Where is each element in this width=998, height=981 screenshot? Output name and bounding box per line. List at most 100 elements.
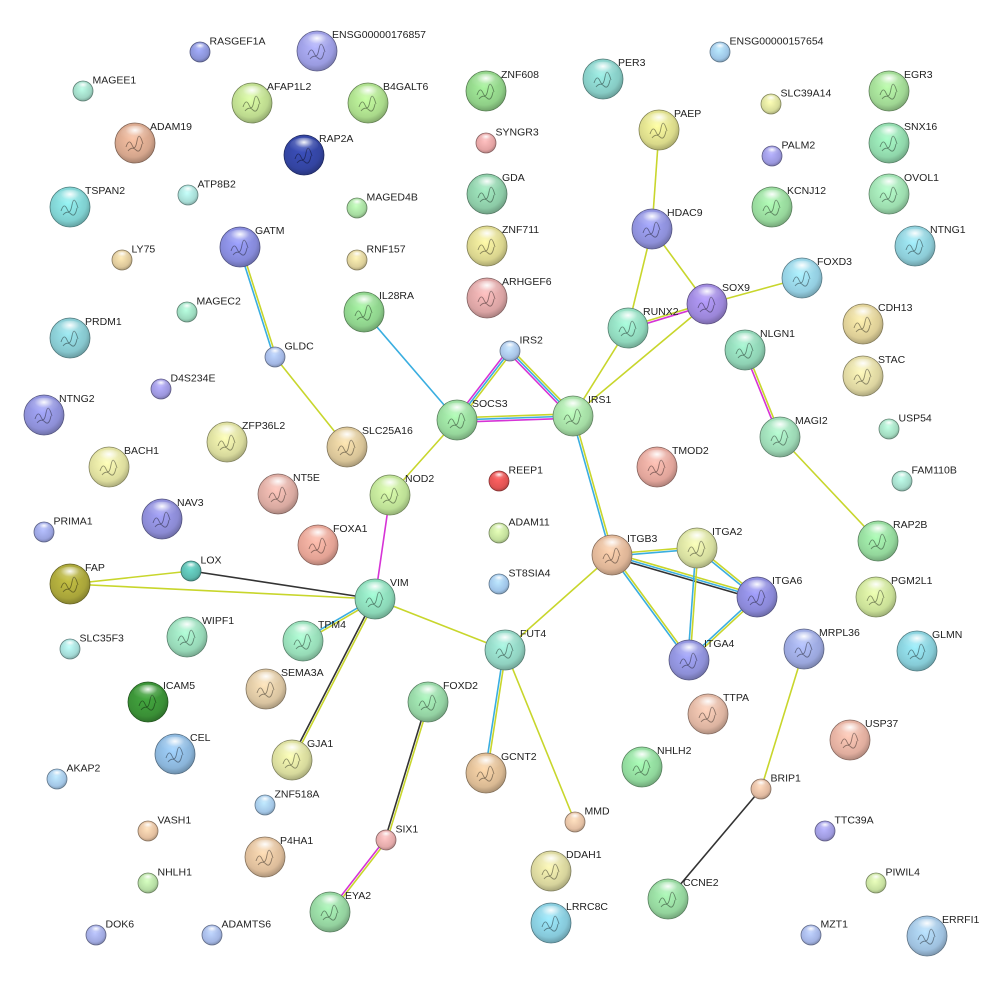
node-foxd3[interactable]: FOXD3	[781, 256, 852, 299]
node-mzt1[interactable]: MZT1	[800, 919, 848, 946]
node-irs1[interactable]: IRS1	[552, 394, 612, 437]
node-errfi1[interactable]: ERRFI1	[906, 914, 980, 957]
node-syngr3[interactable]: SYNGR3	[475, 127, 539, 154]
node-slc35f3[interactable]: SLC35F3	[59, 633, 124, 660]
edge-magi2-rap2b[interactable]	[779, 436, 879, 542]
node-foxa1[interactable]: FOXA1	[297, 523, 368, 566]
node-afap1l2[interactable]: AFAP1L2	[231, 81, 312, 124]
node-socs3[interactable]: SOCS3	[436, 398, 508, 441]
node-akap2[interactable]: AKAP2	[46, 763, 101, 790]
edge-vim-fut4[interactable]	[374, 598, 506, 651]
node-egr3[interactable]: EGR3	[868, 69, 933, 112]
node-cdh13[interactable]: CDH13	[842, 302, 913, 345]
node-magi2[interactable]: MAGI2	[759, 415, 828, 458]
node-lox[interactable]: LOX	[180, 555, 222, 582]
node-paep[interactable]: PAEP	[638, 108, 701, 151]
node-mrpl36[interactable]: MRPL36	[783, 627, 860, 670]
node-wipf1[interactable]: WIPF1	[166, 615, 234, 658]
node-glmn[interactable]: GLMN	[896, 629, 962, 672]
node-cel[interactable]: CEL	[154, 732, 211, 775]
node-znf711[interactable]: ZNF711	[466, 224, 539, 267]
node-nhlh2[interactable]: NHLH2	[621, 745, 692, 788]
node-itgb3[interactable]: ITGB3	[591, 533, 658, 576]
edge-vim-gja1[interactable]	[290, 598, 377, 761]
node-maged4b[interactable]: MAGED4B	[346, 192, 418, 219]
edge-fut4-itgb3[interactable]	[504, 554, 613, 651]
node-lrrc8c[interactable]: LRRC8C	[530, 901, 608, 944]
node-zfp36l2[interactable]: ZFP36L2	[206, 420, 285, 463]
node-rap2b[interactable]: RAP2B	[857, 519, 927, 562]
node-reep1[interactable]: REEP1	[488, 465, 543, 492]
node-magee1[interactable]: MAGEE1	[72, 75, 136, 102]
node-fut4[interactable]: FUT4	[484, 628, 546, 671]
node-usp37[interactable]: USP37	[829, 718, 898, 761]
node-per3[interactable]: PER3	[582, 57, 646, 100]
edge-itgb3-itga6[interactable]	[611, 552, 758, 600]
edge-irs1-itgb3[interactable]	[571, 415, 614, 556]
node-fap[interactable]: FAP	[49, 562, 105, 605]
node-rap2a[interactable]: RAP2A	[283, 133, 353, 176]
node-atp8b2[interactable]: ATP8B2	[177, 179, 236, 206]
node-bach1[interactable]: BACH1	[88, 445, 159, 488]
node-ccne2[interactable]: CCNE2	[647, 877, 719, 920]
node-usp54[interactable]: USP54	[878, 413, 932, 440]
node-d4s234e[interactable]: D4S234E	[150, 373, 215, 400]
edge-itgb3-itga4[interactable]	[610, 553, 691, 662]
node-slc25a16[interactable]: SLC25A16	[326, 425, 413, 468]
edge-fut4-gcnt2[interactable]	[484, 649, 507, 774]
node-tpm4[interactable]: TPM4	[282, 619, 346, 662]
node-pgm2l1[interactable]: PGM2L1	[855, 575, 933, 618]
node-itga4[interactable]: ITGA4	[668, 638, 735, 681]
node-nlgn1[interactable]: NLGN1	[724, 328, 795, 371]
node-nhlh1[interactable]: NHLH1	[137, 867, 192, 894]
node-gatm[interactable]: GATM	[219, 225, 285, 268]
node-ddah1[interactable]: DDAH1	[530, 849, 602, 892]
node-ttc39a[interactable]: TTC39A	[814, 815, 874, 842]
node-il28ra[interactable]: IL28RA	[343, 290, 414, 333]
edge-mrpl36-brip1[interactable]	[760, 648, 805, 790]
node-adam19[interactable]: ADAM19	[114, 121, 192, 164]
node-nt5e[interactable]: NT5E	[257, 472, 320, 515]
node-ntng2[interactable]: NTNG2	[23, 393, 95, 436]
node-znf518a[interactable]: ZNF518A	[254, 789, 319, 816]
node-magec2[interactable]: MAGEC2	[176, 296, 241, 323]
node-gda[interactable]: GDA	[466, 172, 525, 215]
edge-il28ra-socs3[interactable]	[363, 311, 458, 421]
node-gcnt2[interactable]: GCNT2	[465, 751, 537, 794]
node-kcnj12[interactable]: KCNJ12	[751, 185, 826, 228]
node-prima1[interactable]: PRIMA1	[33, 516, 93, 543]
node-st8sia4[interactable]: ST8SIA4	[488, 568, 551, 595]
node-ttpa[interactable]: TTPA	[687, 692, 749, 735]
edge-fut4-mmd[interactable]	[504, 649, 576, 823]
edge-lox-vim[interactable]	[190, 570, 376, 600]
node-gja1[interactable]: GJA1	[271, 738, 333, 781]
node-p4ha1[interactable]: P4HA1	[244, 835, 313, 878]
node-piwil4[interactable]: PIWIL4	[865, 867, 920, 894]
node-foxd2[interactable]: FOXD2	[407, 680, 478, 723]
node-icam5[interactable]: ICAM5	[127, 680, 195, 723]
node-nod2[interactable]: NOD2	[369, 473, 434, 516]
node-brip1[interactable]: BRIP1	[750, 773, 801, 800]
node-sox9[interactable]: SOX9	[686, 282, 750, 325]
node-tmod2[interactable]: TMOD2	[636, 445, 709, 488]
node-runx2[interactable]: RUNX2	[607, 306, 679, 349]
node-rasgef1a[interactable]: RASGEF1A	[189, 36, 266, 63]
node-adam11[interactable]: ADAM11	[488, 517, 550, 544]
edge-fap-vim[interactable]	[69, 583, 376, 600]
node-fam110b[interactable]: FAM110B	[891, 465, 957, 492]
node-mmd[interactable]: MMD	[564, 806, 610, 833]
node-ensg00000157654[interactable]: ENSG00000157654	[709, 36, 824, 63]
node-hdac9[interactable]: HDAC9	[631, 207, 703, 250]
node-gldc[interactable]: GLDC	[264, 341, 314, 368]
node-ensg00000176857[interactable]: ENSG00000176857	[296, 29, 426, 72]
node-ntng1[interactable]: NTNG1	[894, 224, 966, 267]
node-znf608[interactable]: ZNF608	[465, 69, 539, 112]
edge-foxd2-six1[interactable]	[384, 701, 430, 841]
node-arhgef6[interactable]: ARHGEF6	[466, 276, 552, 319]
node-dok6[interactable]: DOK6	[85, 919, 134, 946]
node-adamts6[interactable]: ADAMTS6	[201, 919, 271, 946]
node-sema3a[interactable]: SEMA3A	[245, 667, 324, 710]
node-nav3[interactable]: NAV3	[141, 497, 204, 540]
node-tspan2[interactable]: TSPAN2	[49, 185, 125, 228]
node-palm2[interactable]: PALM2	[761, 140, 815, 167]
